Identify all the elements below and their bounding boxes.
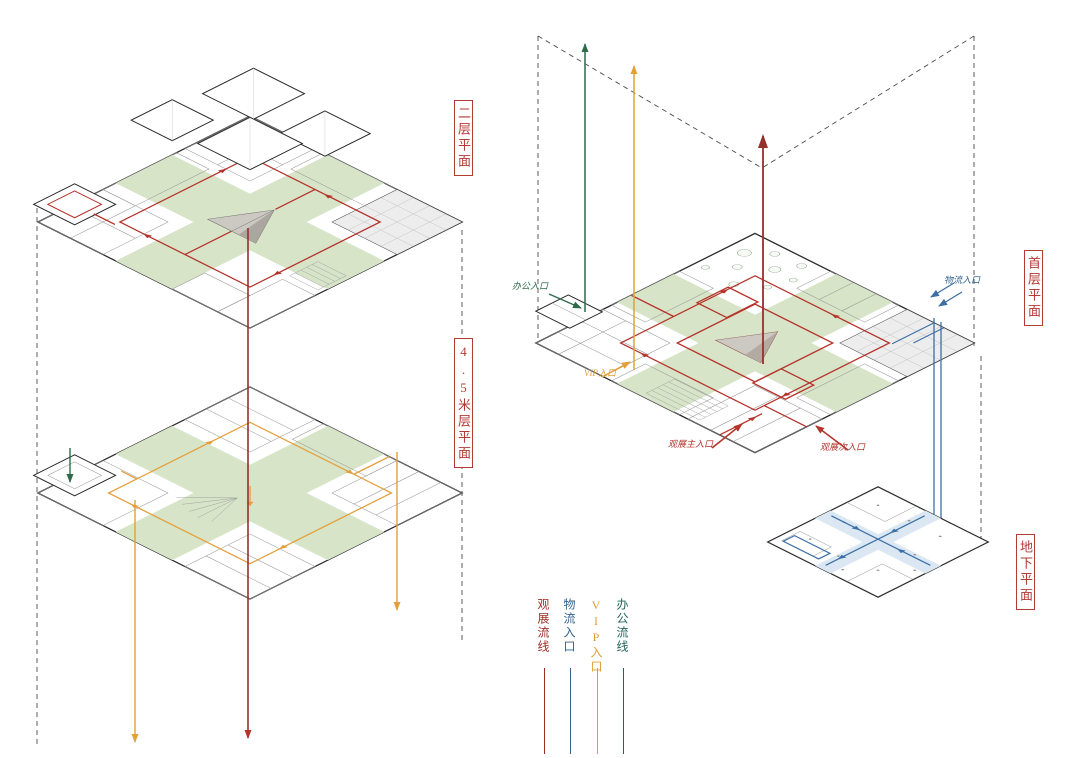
coffered-gallery-roof — [331, 189, 463, 255]
courtyard-trees — [701, 249, 808, 290]
escalator-hatch — [289, 261, 347, 291]
entry-steps-hatch — [645, 378, 729, 421]
plan-basement-floorplan — [768, 487, 989, 597]
logistics-entry-arrow-b — [938, 291, 963, 307]
atrium-triangle — [714, 331, 779, 364]
label-plan-45m: 4.5米层平面 — [454, 338, 473, 468]
label-plan-level2: 二层平面 — [454, 100, 473, 176]
ramp-fan-hatch — [176, 497, 238, 522]
legend-line-exhibition — [544, 668, 545, 754]
floating-roof-panels — [131, 64, 377, 187]
label-plan-ground: 首层平面 — [1024, 250, 1043, 326]
legend-line-office — [623, 668, 624, 754]
room-partitions — [535, 270, 900, 453]
entry-arrows — [548, 282, 963, 451]
legend-line-vip — [597, 668, 598, 754]
legend-item-exhibition-route: 观展流线 — [536, 598, 550, 654]
exhibition-route-level2 — [94, 146, 380, 289]
exhibition-main-entry-arrow — [711, 423, 743, 449]
legend-line-logistics — [570, 668, 571, 754]
entry-label-exhibition-secondary: 观展次入口 — [820, 442, 866, 452]
label-plan-basement: 地下平面 — [1016, 534, 1035, 610]
vip-entry-arrow — [601, 361, 631, 378]
logistics-entry-arrow-a — [930, 282, 955, 298]
plan-45m-floorplan — [18, 377, 462, 599]
projection-guides — [36, 35, 982, 744]
office-entry-arrow — [548, 293, 582, 309]
legend-item-vip-entry: VIP入口 — [589, 598, 603, 674]
plan-ground-floorplan — [504, 217, 974, 452]
legend-item-office-route: 办公流线 — [615, 598, 629, 654]
logistics-route-ground — [892, 323, 944, 349]
entry-label-exhibition-main: 观展主入口 — [668, 439, 714, 449]
legend-item-logistics-entry: 物流入口 — [562, 598, 576, 654]
left-wing-room — [34, 455, 116, 496]
exhibition-secondary-entry-arrow — [815, 425, 849, 451]
logistics-route-basement — [779, 493, 977, 592]
vip-route-45m — [93, 397, 427, 564]
vertical-circulation-lines — [66, 43, 942, 743]
entry-label-office: 办公入口 — [512, 281, 549, 291]
exhibition-route-ground — [536, 255, 932, 453]
plan-level2-floorplan — [0, 64, 512, 328]
entry-label-logistics: 物流入口 — [944, 275, 981, 285]
entry-label-vip: VIP入口 — [584, 368, 616, 378]
